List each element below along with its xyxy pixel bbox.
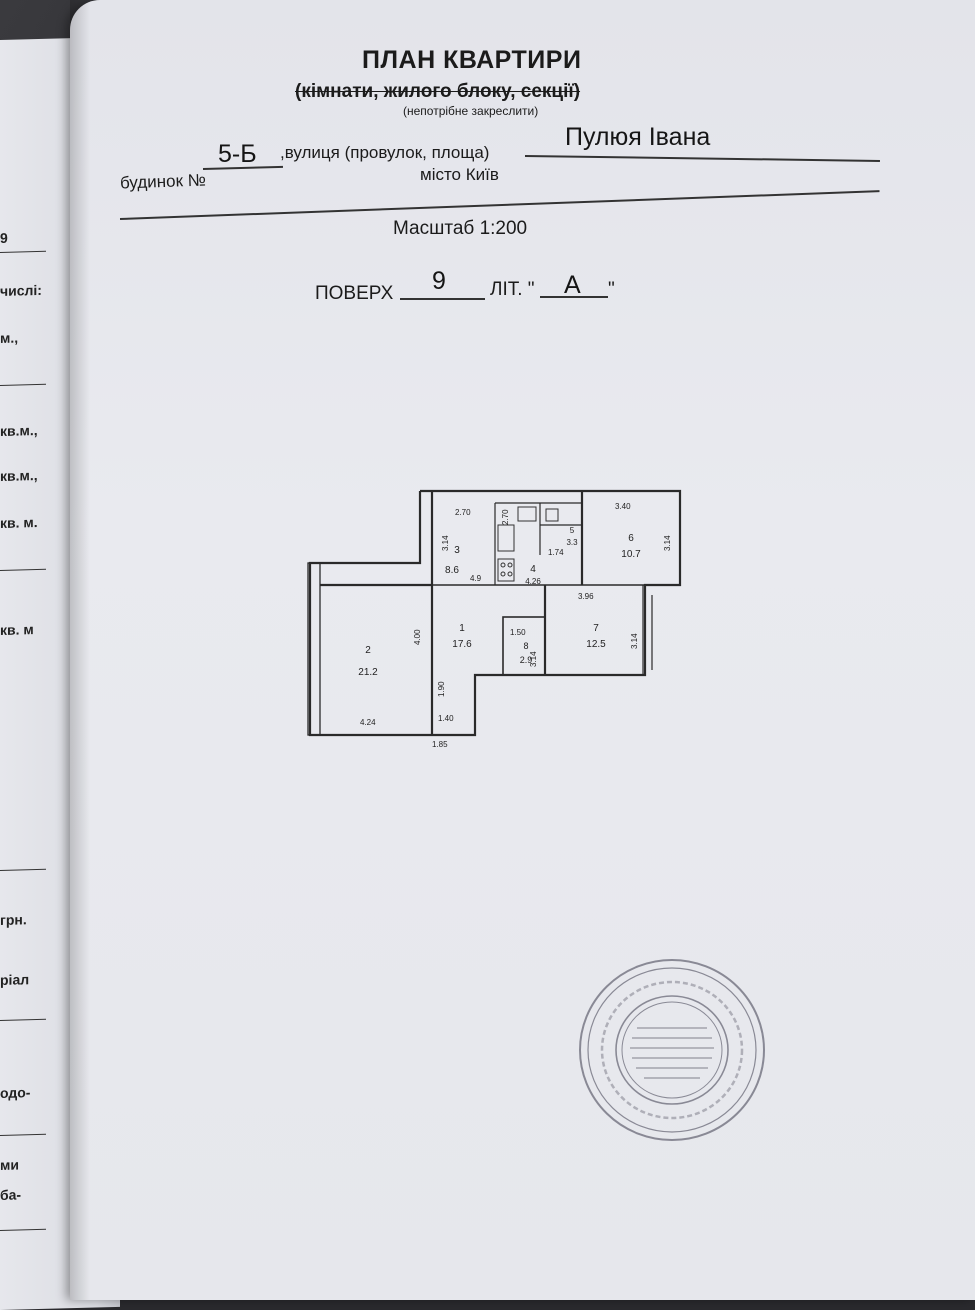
dimension: 4.9 bbox=[470, 574, 482, 583]
dimension: 2.70 bbox=[501, 509, 510, 525]
left-rule bbox=[0, 250, 46, 253]
document-title: ПЛАН КВАРТИРИ bbox=[362, 46, 582, 74]
lit-label: ЛІТ. " bbox=[490, 279, 535, 300]
stamp-ring-lettering bbox=[600, 980, 744, 1120]
room-area: 3.3 bbox=[566, 538, 578, 547]
room-number: 2 bbox=[365, 645, 371, 656]
stamp-text-marks bbox=[630, 1027, 714, 1079]
left-fragment: кв.м., bbox=[0, 467, 38, 484]
house-label: будинок № bbox=[119, 170, 207, 193]
scale-label: Масштаб 1:200 bbox=[393, 218, 528, 239]
room-area: 12.5 bbox=[586, 639, 606, 650]
official-stamp bbox=[579, 959, 765, 1141]
plan-walls bbox=[307, 489, 682, 737]
dimension: 2.70 bbox=[455, 508, 471, 517]
dimension: 1.40 bbox=[438, 714, 454, 723]
left-rule bbox=[0, 383, 46, 386]
left-fragment: грн. bbox=[0, 911, 27, 928]
page-gutter-shadow bbox=[70, 0, 90, 1300]
dimension: 4.24 bbox=[360, 718, 376, 727]
dimension: 4.00 bbox=[413, 629, 422, 645]
room-area: 10.7 bbox=[621, 549, 641, 560]
left-fragment: ріал bbox=[0, 971, 30, 988]
left-fragment: 9 bbox=[0, 229, 8, 246]
lit-rule bbox=[540, 296, 608, 298]
dimension: 3.14 bbox=[630, 633, 639, 649]
document-page bbox=[70, 0, 975, 1300]
left-fragment: одо- bbox=[0, 1084, 31, 1101]
left-fragment: кв. м bbox=[0, 621, 34, 638]
floor-rule bbox=[400, 298, 485, 300]
room-area: 21.2 bbox=[358, 667, 378, 678]
plan-fixtures bbox=[497, 506, 559, 582]
dimension: 3.14 bbox=[441, 535, 450, 551]
room-number: 1 bbox=[459, 623, 465, 634]
document-subtitle: (кімнати, жилого блоку, секції) bbox=[295, 81, 581, 102]
room-number: 5 bbox=[570, 526, 575, 535]
floor-plan: 2 21.2 1 17.6 3 8.6 4 4.26 5 3.3 6 10.7 … bbox=[307, 489, 682, 749]
left-rule bbox=[0, 868, 46, 871]
floor-value: 9 bbox=[432, 267, 446, 295]
dimension: 1.90 bbox=[437, 681, 446, 697]
dimension: 1.50 bbox=[510, 628, 526, 637]
left-fragment: кв.м., bbox=[0, 422, 38, 439]
room-area: 17.6 bbox=[452, 639, 472, 650]
street-label: ,вулиця (провулок, площа) bbox=[280, 143, 490, 162]
room-number: 7 bbox=[593, 623, 599, 634]
left-fragment: ба- bbox=[0, 1186, 22, 1203]
street-value: Пулюя Івана bbox=[565, 123, 711, 151]
dimension: 1.74 bbox=[548, 548, 564, 557]
dimension: 3.14 bbox=[663, 535, 672, 551]
dimension-labels: 2.70 3.40 3.14 3.14 3.96 3.14 4.24 4.00 … bbox=[360, 502, 672, 749]
room-labels: 2 21.2 1 17.6 3 8.6 4 4.26 5 3.3 6 10.7 … bbox=[358, 526, 641, 678]
house-number: 5-Б bbox=[218, 140, 257, 168]
room-number: 4 bbox=[530, 564, 536, 575]
floor-label: ПОВЕРХ bbox=[315, 283, 394, 304]
dimension: 3.14 bbox=[529, 651, 538, 667]
left-rule bbox=[0, 1018, 46, 1021]
room-area: 8.6 bbox=[445, 565, 459, 576]
left-rule bbox=[0, 1133, 46, 1136]
city-label: місто Київ bbox=[420, 165, 499, 184]
room-number: 6 bbox=[628, 533, 634, 544]
strike-note: (непотрібне закреслити) bbox=[403, 104, 539, 118]
left-rule bbox=[0, 1228, 46, 1231]
room-area: 2.9 bbox=[520, 655, 533, 665]
left-fragment: м., bbox=[0, 329, 19, 346]
left-fragment: кв. м. bbox=[0, 514, 38, 531]
dimension: 1.85 bbox=[432, 740, 448, 749]
stamp-rings bbox=[579, 959, 765, 1141]
lit-value: А bbox=[564, 271, 581, 299]
left-rule bbox=[0, 568, 46, 571]
left-fragment: ми bbox=[0, 1156, 19, 1173]
dimension: 3.96 bbox=[578, 592, 594, 601]
dimension: 3.40 bbox=[615, 502, 631, 511]
lit-close: " bbox=[608, 279, 615, 300]
left-fragment: числі: bbox=[0, 281, 42, 299]
room-area: 4.26 bbox=[525, 577, 541, 586]
room-number: 8 bbox=[523, 641, 528, 651]
room-number: 3 bbox=[454, 545, 460, 556]
